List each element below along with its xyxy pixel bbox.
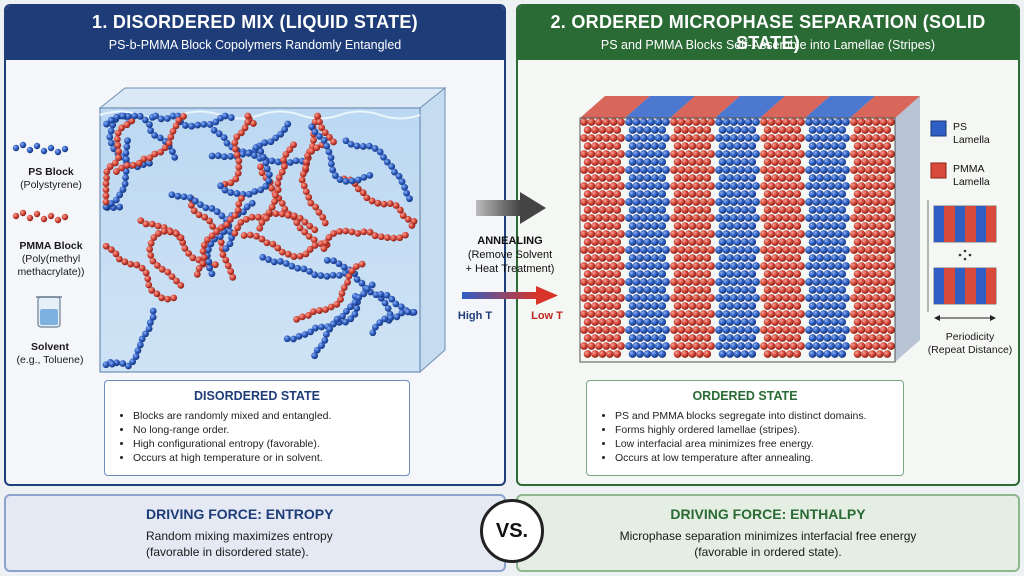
list-item: PS and PMMA blocks segregate into distin… xyxy=(615,409,891,423)
ordered-title: 2. ORDERED MICROPHASE SEPARATION (SOLID … xyxy=(550,12,986,53)
pmma-lamella-label: PMMA Lamella xyxy=(953,163,990,189)
annealing-detail-2: + Heat Treatment) xyxy=(465,263,555,275)
temperature-arrow-icon xyxy=(462,286,558,305)
list-item: No long-range order. xyxy=(133,423,397,437)
disordered-title: 1. DISORDERED MIX (LIQUID STATE) xyxy=(92,12,418,32)
ordered-state-title: ORDERED STATE xyxy=(692,389,798,403)
entropy-title: DRIVING FORCE: ENTROPY xyxy=(146,506,334,522)
pmma-lamella-label-1: PMMA xyxy=(953,163,985,175)
ordered-state-list: PS and PMMA blocks segregate into distin… xyxy=(599,409,891,465)
entropy-description: Random mixing maximizes entropy (favorab… xyxy=(146,528,333,560)
disordered-state-box: DISORDERED STATE Blocks are randomly mix… xyxy=(104,380,410,476)
high-temperature-label: High T xyxy=(457,310,493,322)
ps-lamella-label-1: PS xyxy=(953,121,968,133)
enthalpy-title: DRIVING FORCE: ENTHALPY xyxy=(670,506,866,522)
ps-lamella-label-2: Lamella xyxy=(953,134,990,146)
list-item: High configurational entropy (favorable)… xyxy=(133,437,397,451)
ps-lamella-label: PS Lamella xyxy=(953,121,990,147)
annealing-title: ANNEALING xyxy=(477,235,543,247)
annealing-label: ANNEALING (Remove Solvent + Heat Treatme… xyxy=(452,234,568,276)
ordered-header: 2. ORDERED MICROPHASE SEPARATION (SOLID … xyxy=(518,6,1018,60)
polymer-chains xyxy=(102,112,418,370)
ordered-state-box: ORDERED STATE PS and PMMA blocks segrega… xyxy=(586,380,904,476)
versus-badge: VS. xyxy=(480,499,544,563)
periodicity-diagram xyxy=(927,200,997,321)
low-temperature-label: Low T xyxy=(531,310,563,322)
ordered-subtitle: PS and PMMA Blocks Self-Assemble into La… xyxy=(600,38,936,52)
solvent-beaker-icon xyxy=(36,296,62,328)
solvent-name: Solvent xyxy=(31,341,69,353)
annealing-detail-1: (Remove Solvent xyxy=(467,249,553,261)
entropy-description-2: (favorable in disordered state). xyxy=(146,545,309,559)
pmma-block-name: PMMA Block xyxy=(19,240,83,252)
pmma-lamella-label-2: Lamella xyxy=(953,176,990,188)
pmma-block-icon xyxy=(12,209,69,224)
enthalpy-description-1: Microphase separation minimizes interfac… xyxy=(619,529,917,543)
lamellae-block xyxy=(579,96,920,363)
enthalpy-footer: DRIVING FORCE: ENTHALPY Microphase separ… xyxy=(516,494,1020,572)
list-item: Occurs at high temperature or in solvent… xyxy=(133,451,397,465)
list-item: Blocks are randomly mixed and entangled. xyxy=(133,409,397,423)
entropy-footer: DRIVING FORCE: ENTROPY Random mixing max… xyxy=(4,494,506,572)
ps-block-icon xyxy=(12,141,69,156)
ps-block-name: PS Block xyxy=(28,166,74,178)
annealing-arrow-icon xyxy=(476,192,546,224)
periodicity-label-1: Periodicity xyxy=(945,331,995,343)
pmma-block-fullname-2: methacrylate)) xyxy=(17,266,85,278)
pmma-lamella-swatch xyxy=(930,162,947,179)
list-item: Occurs at low temperature after annealin… xyxy=(615,451,891,465)
pmma-block-fullname-1: (Poly(methyl xyxy=(21,253,81,265)
ps-block-fullname: (Polystyrene) xyxy=(20,179,82,191)
disordered-state-title: DISORDERED STATE xyxy=(194,389,320,403)
enthalpy-description: Microphase separation minimizes interfac… xyxy=(518,528,1018,560)
periodicity-label: Periodicity (Repeat Distance) xyxy=(918,331,1022,357)
ps-lamella-swatch xyxy=(930,120,947,137)
solvent-example: (e.g., Toluene) xyxy=(16,354,84,366)
pmma-block-label: PMMA Block (Poly(methyl methacrylate)) xyxy=(10,240,92,279)
disordered-state-list: Blocks are randomly mixed and entangled.… xyxy=(117,409,397,465)
entropy-description-1: Random mixing maximizes entropy xyxy=(146,529,333,543)
disordered-subtitle: PS-b-PMMA Block Copolymers Randomly Enta… xyxy=(108,38,402,52)
enthalpy-description-2: (favorable in ordered state). xyxy=(694,545,842,559)
list-item: Low interfacial area minimizes free ener… xyxy=(615,437,891,451)
ps-block-label: PS Block (Polystyrene) xyxy=(14,166,88,192)
disordered-header: 1. DISORDERED MIX (LIQUID STATE) PS-b-PM… xyxy=(6,6,504,60)
solvent-label: Solvent (e.g., Toluene) xyxy=(10,341,90,367)
list-item: Forms highly ordered lamellae (stripes). xyxy=(615,423,891,437)
periodicity-label-2: (Repeat Distance) xyxy=(927,344,1013,356)
